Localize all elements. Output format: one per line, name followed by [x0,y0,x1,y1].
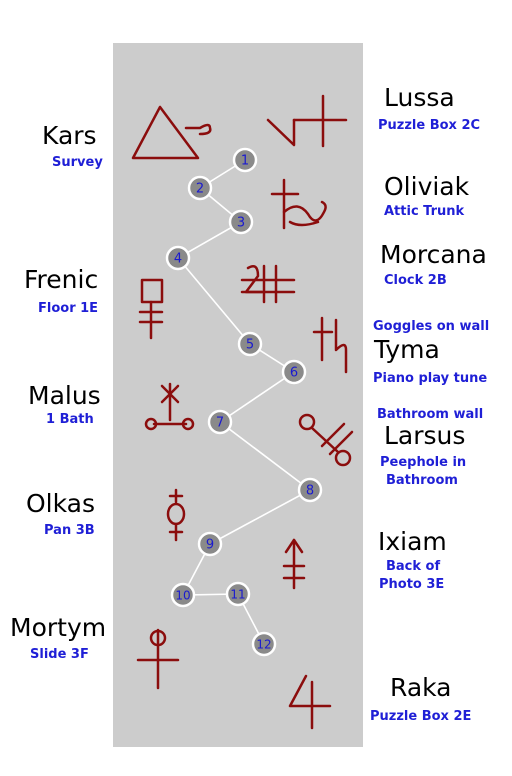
left-name-malus: Malus [28,381,101,410]
right-location-ixiam-line2: Photo 3E [379,577,445,592]
path-node-1: 1 [232,147,258,173]
left-location-olkas: Pan 3B [44,523,95,538]
right-name-oliviak: Oliviak [384,172,470,201]
morcana-symbol-icon [240,264,296,304]
path-node-label: 3 [237,216,245,231]
left-location-kars: Survey [52,155,103,170]
path-node-label: 8 [306,484,314,499]
path-node-label: 6 [290,366,298,381]
path-node-9: 9 [197,531,223,557]
oliviak-symbol-icon [270,178,327,230]
path-node-label: 10 [175,589,190,603]
right-name-ixiam: Ixiam [378,527,447,556]
right-location-ixiam-line1: Back of [386,559,441,574]
path-node-2: 2 [187,175,213,201]
right-name-lussa: Lussa [384,83,455,112]
larsus-symbol-icon [298,413,354,467]
left-location-frenic: Floor 1E [38,301,99,316]
frenic-symbol-icon [138,278,164,340]
path-node-5: 5 [237,331,263,357]
path-node-circle [251,631,277,657]
path-node-label: 1 [241,154,249,169]
left-name-olkas: Olkas [26,489,96,518]
left-location-mortym: Slide 3F [30,647,89,662]
raka-symbol-icon [288,674,332,730]
right-name-tyma: Tyma [374,335,440,364]
path-node-circle [232,147,258,173]
malus-symbol-icon [144,382,195,431]
right-location-above-larsus: Bathroom wall [377,407,484,422]
path-node-11: 11 [225,581,251,607]
path-node-circle [225,581,251,607]
path-node-label: 4 [174,252,182,267]
path-node-label: 9 [206,538,214,553]
mortym-symbol-icon [136,628,180,690]
ixiam-symbol-icon [282,538,306,590]
right-name-morcana: Morcana [380,240,487,269]
path-node-circle [281,359,307,385]
right-location-tyma: Piano play tune [373,371,488,386]
right-name-raka: Raka [390,673,452,702]
right-name-larsus: Larsus [384,421,466,450]
path-node-circle [207,409,233,435]
path-node-7: 7 [207,409,233,435]
path-node-circle [237,331,263,357]
path-node-4: 4 [165,245,191,271]
kars-symbol-icon [131,105,212,160]
path-node-circle [228,209,254,235]
path-node-circle [297,477,323,503]
right-location-larsus-line1: Peephole in [380,455,467,470]
right-location-above-tyma: Goggles on wall [373,319,490,334]
left-name-kars: Kars [42,121,97,150]
path-node-8: 8 [297,477,323,503]
left-name-frenic: Frenic [24,265,99,294]
path-node-circle [165,245,191,271]
left-location-malus: 1 Bath [46,412,94,427]
right-location-lussa: Puzzle Box 2C [378,118,481,133]
right-location-oliviak: Attic Trunk [384,204,465,219]
path-node-label: 7 [216,416,224,431]
path-node-label: 11 [230,588,245,602]
path-node-circle [187,175,213,201]
path-node-label: 5 [246,338,254,353]
right-location-raka: Puzzle Box 2E [370,709,472,724]
tyma-symbol-icon [312,316,348,374]
path-node-12: 12 [251,631,277,657]
path-node-6: 6 [281,359,307,385]
lussa-symbol-icon [266,94,348,148]
olkas-symbol-icon [166,488,186,542]
path-node-label: 2 [196,182,204,197]
path-node-10: 10 [170,582,196,608]
path-node-circle [197,531,223,557]
path-node-circle [170,582,196,608]
path-node-label: 12 [256,638,271,652]
right-location-larsus-line2: Bathroom [386,473,458,488]
right-location-morcana: Clock 2B [384,273,447,288]
path-node-3: 3 [228,209,254,235]
left-name-mortym: Mortym [10,613,107,642]
